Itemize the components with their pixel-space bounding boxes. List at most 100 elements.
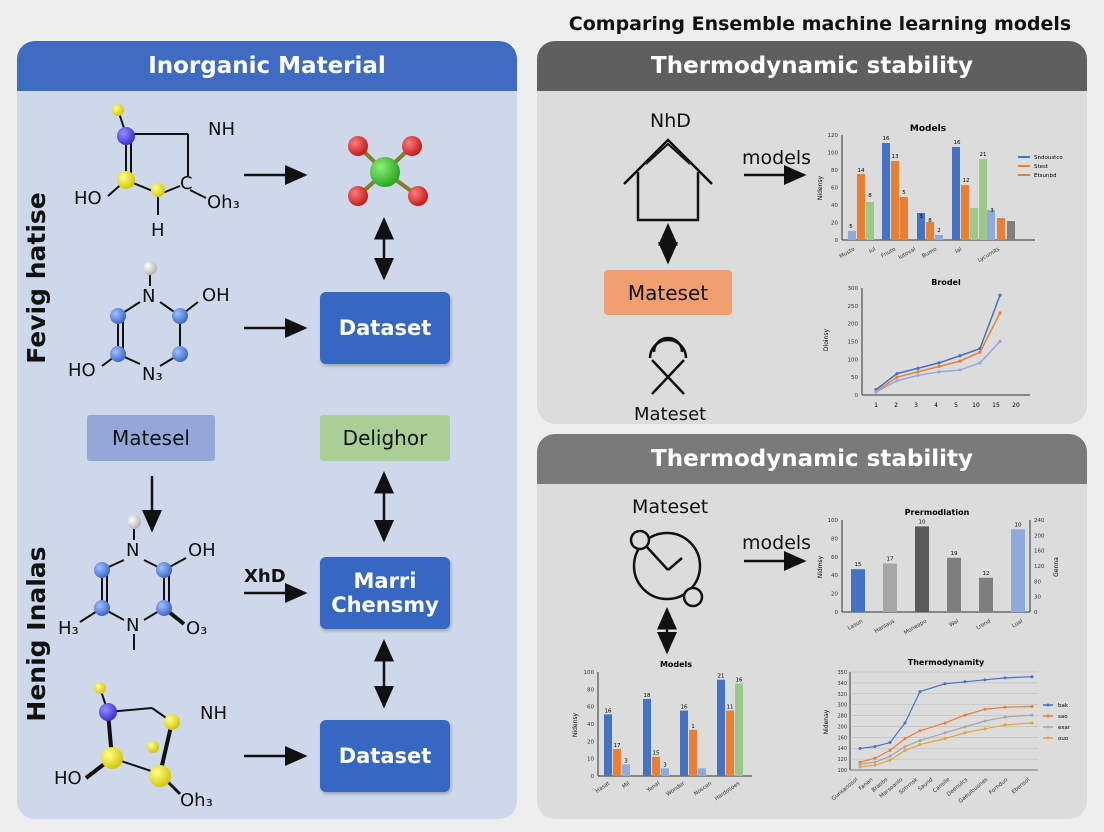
- x-tick-label: Hanlaus: [874, 618, 896, 634]
- data-point: [1030, 675, 1034, 679]
- data-point: [858, 762, 862, 766]
- data-point: [1003, 676, 1007, 680]
- x-tick-label: Lual: [1011, 618, 1024, 629]
- y-tick-label: 100: [584, 670, 595, 676]
- dataset-box[interactable]: Dataset: [320, 292, 450, 364]
- atom-label: N: [126, 615, 140, 636]
- data-point: [958, 354, 962, 358]
- y-tick-label: 160: [837, 735, 847, 741]
- data-point: [873, 763, 877, 767]
- data-label: 10: [919, 519, 926, 525]
- mateset-label: Mateset: [632, 496, 709, 518]
- y2-tick-label: 160: [1034, 549, 1045, 555]
- series-line: [875, 294, 1001, 391]
- x-tick-label: Fornduo: [988, 777, 1009, 796]
- y-tick-label: 20: [587, 739, 594, 745]
- y-tick-label: 250: [848, 304, 859, 310]
- bar: [952, 147, 960, 240]
- mateset-box[interactable]: Mateset: [604, 270, 732, 315]
- y-tick-label: 340: [837, 681, 847, 687]
- y-tick-label: 80: [587, 687, 594, 693]
- data-point: [1003, 705, 1007, 709]
- atom-label: C: [180, 173, 193, 194]
- x-tick-label: Ebensol: [1011, 777, 1032, 796]
- y-tick-label: 60: [831, 555, 838, 561]
- chart-title: Thermodynamity: [908, 658, 985, 667]
- data-label: 15: [653, 751, 660, 757]
- y-tick-label: 100: [828, 518, 839, 524]
- legend-label: ouo: [1058, 736, 1069, 742]
- y-tick-label: 300: [837, 703, 847, 709]
- atom-label: N: [142, 286, 156, 307]
- x-tick-label: 1: [874, 402, 878, 409]
- data-label: 17: [614, 743, 621, 749]
- y-tick-label: 10: [587, 757, 594, 763]
- data-point: [858, 765, 862, 769]
- matesel-box[interactable]: Matesel: [87, 415, 215, 461]
- delighor-box[interactable]: Delighor: [320, 415, 450, 461]
- bar: [926, 222, 934, 240]
- data-label: 16: [605, 708, 612, 714]
- data-point: [918, 739, 922, 743]
- y-tick-label: 0: [855, 393, 859, 399]
- data-point: [943, 731, 947, 735]
- series-line: [859, 714, 1033, 765]
- atom-label: HO: [68, 360, 96, 381]
- data-point: [916, 373, 920, 377]
- data-point: [873, 744, 877, 748]
- x-tick-label: Moneapo: [903, 618, 928, 636]
- data-point: [998, 311, 1002, 315]
- data-point: [983, 727, 987, 731]
- data-point: [963, 713, 967, 717]
- x-tick-label: Lrend: [976, 619, 992, 632]
- x-tick-label: Iutoval: [898, 246, 918, 261]
- x-tick-label: Gunsanosol: [831, 777, 860, 803]
- marri-chensmy-box[interactable]: Marri Chensmy: [320, 557, 450, 629]
- data-point: [888, 754, 892, 758]
- mateset-caption: Mateset: [634, 404, 707, 425]
- y-tick-label: 40: [831, 573, 838, 579]
- data-point: [983, 678, 987, 682]
- cycle-icon: [629, 529, 704, 608]
- bar: [726, 710, 734, 776]
- y-tick-label: 120: [837, 757, 847, 763]
- data-label: 11: [727, 705, 734, 711]
- y-axis-label: Dloinsy: [823, 329, 830, 352]
- y2-tick-label: 0: [1034, 610, 1038, 616]
- bar: [698, 768, 706, 776]
- bar: [1007, 221, 1015, 240]
- y-tick-label: 80: [831, 168, 838, 174]
- house-icon: [623, 138, 713, 222]
- y-tick-label: 350: [837, 670, 847, 676]
- data-label: 10: [1015, 522, 1022, 528]
- data-point: [903, 721, 907, 725]
- bar: [857, 174, 865, 240]
- data-point: [895, 372, 899, 376]
- data-point: [937, 370, 941, 374]
- data-point: [958, 359, 962, 363]
- legend-label: sao: [1058, 714, 1068, 720]
- x-tick-label: Wal: [948, 618, 960, 628]
- data-point: [918, 729, 922, 733]
- y-tick-label: 50: [851, 375, 858, 381]
- bar: [622, 764, 630, 776]
- atom-label: OH: [202, 285, 230, 306]
- y-tick-label: 100: [837, 768, 847, 774]
- data-point: [918, 743, 922, 747]
- data-point: [943, 737, 947, 741]
- atom-label: NH: [208, 119, 235, 140]
- bar: [935, 235, 943, 240]
- bar: [661, 768, 669, 776]
- y-tick-label: 80: [831, 536, 838, 542]
- data-point: [895, 375, 899, 379]
- dataset-box-2[interactable]: Dataset: [320, 720, 450, 792]
- box-line: Chensmy: [331, 593, 439, 617]
- y-tick-label: 20: [831, 221, 838, 227]
- series-line: [859, 705, 1033, 763]
- data-label: 14: [858, 168, 865, 174]
- legend-marker: [1046, 714, 1050, 718]
- y2-tick-label: 80: [1034, 579, 1041, 585]
- y-tick-label: 20: [831, 592, 838, 598]
